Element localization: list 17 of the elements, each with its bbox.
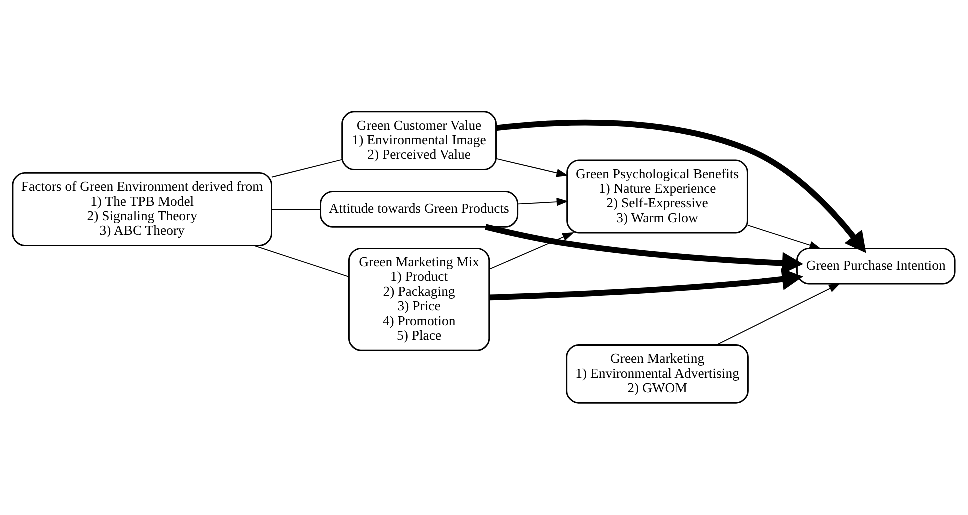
node-box: Factors of Green Environment derived from 1) The TPB Model 2) Signaling Theory 3) ABC Theory <box>12 172 272 246</box>
arrow <box>489 268 804 301</box>
node-box: Green Psychological Benefits 1) Nature Experience 2) Self-Expressive 3) Warm Glow <box>566 160 748 234</box>
arrow <box>518 198 569 206</box>
node-box: Attitude towards Green Products <box>320 191 519 228</box>
arrow <box>489 232 574 270</box>
node-box: Green Purchase Intention <box>796 248 956 285</box>
node-box: Green Customer Value 1) Environmental Image 2) Perceived Value <box>342 111 497 170</box>
connector <box>271 159 343 178</box>
connector <box>271 208 322 210</box>
arrow <box>716 283 841 346</box>
arrow <box>496 158 568 178</box>
arrow <box>747 224 822 250</box>
connector <box>254 245 350 278</box>
node-box: Green Marketing 1) Environmental Advertising 2) GWOM <box>566 344 749 404</box>
arrow <box>496 120 866 254</box>
node-box: Green Marketing Mix 1) Product 2) Packaging 3) Price 4) Promotion 5) Place <box>348 248 490 352</box>
